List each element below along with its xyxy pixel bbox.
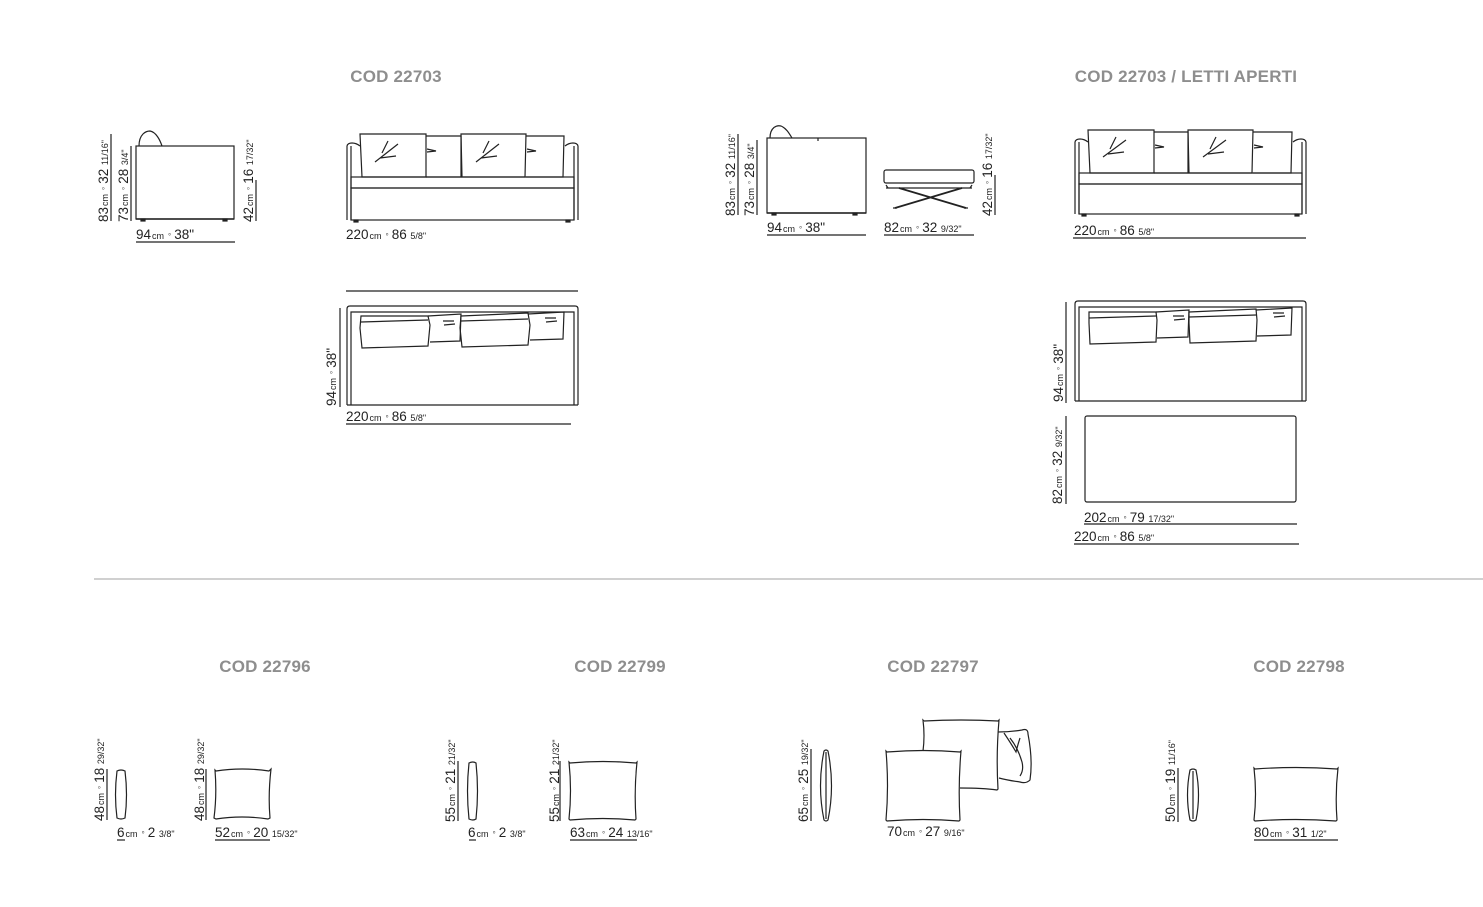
dim-sofa-top-width: 220cm°86 5/8" bbox=[346, 409, 427, 424]
cushion-22796-drawing bbox=[106, 767, 272, 841]
dim-bed-frame-height: 42cm°16 17/32" bbox=[980, 133, 995, 216]
dim-22796-front-width: 52cm°20 15/32" bbox=[215, 825, 298, 840]
dim-22799-side-thickness: 6cm°2 3/8" bbox=[468, 825, 526, 840]
title-cod-22797: COD 22797 bbox=[887, 657, 979, 676]
dim-22796-side-height: 48cm°18 29/32" bbox=[92, 738, 107, 821]
title-cod-22703: COD 22703 bbox=[350, 67, 442, 86]
sofa-open-front-view-drawing bbox=[1073, 129, 1307, 239]
dim-22798-front-width: 80cm°31 1/2" bbox=[1254, 825, 1327, 840]
dim-22798-side-height: 50cm°19 11/16" bbox=[1163, 740, 1178, 822]
cushion-22798-drawing bbox=[1177, 766, 1339, 841]
dim-open-top-width: 220cm°86 5/8" bbox=[1074, 529, 1155, 544]
dim-open-front-width: 220cm°86 5/8" bbox=[1074, 223, 1155, 238]
sofa-open-side-view-drawing bbox=[737, 125, 867, 236]
dim-sofa-height-total: 83cm°32 11/16" bbox=[96, 140, 111, 222]
bed-frame-drawing bbox=[883, 169, 996, 236]
sofa-open-top-view-drawing bbox=[1065, 300, 1307, 545]
dim-open-height-total: 83cm°32 11/16" bbox=[723, 134, 738, 216]
dim-sofa-height-seat: 42cm°16 17/32" bbox=[241, 139, 256, 222]
dim-open-bed-width: 202cm°79 17/32" bbox=[1084, 510, 1175, 525]
title-cod-22799: COD 22799 bbox=[574, 657, 666, 676]
dim-open-bed-depth: 82cm°32 9/32" bbox=[1050, 426, 1065, 504]
dim-sofa-front-width: 220cm°86 5/8" bbox=[346, 227, 427, 242]
sofa-front-view-drawing bbox=[346, 133, 579, 223]
section-divider bbox=[94, 578, 1483, 580]
title-cod-22798: COD 22798 bbox=[1253, 657, 1345, 676]
cushion-22799-drawing bbox=[457, 760, 638, 841]
cushion-22797-drawing bbox=[810, 718, 1032, 822]
dim-22796-side-thickness: 6cm°2 3/8" bbox=[117, 825, 175, 840]
dim-sofa-top-depth: 94cm°38" bbox=[324, 347, 339, 406]
title-cod-22703-letti-aperti: COD 22703 / LETTI APERTI bbox=[1074, 67, 1298, 86]
title-cod-22796: COD 22796 bbox=[219, 657, 311, 676]
dim-open-height-back: 73cm°28 3/4" bbox=[742, 143, 757, 216]
dim-open-top-depth: 94cm°38" bbox=[1051, 343, 1066, 402]
dim-22796-front-height: 48cm°18 29/32" bbox=[192, 738, 207, 821]
dim-bed-frame-width: 82cm°32 9/32" bbox=[884, 220, 962, 235]
sofa-top-view-drawing bbox=[339, 290, 579, 425]
dim-sofa-height-back: 73cm°28 3/4" bbox=[116, 149, 131, 222]
dim-open-depth: 94cm°38" bbox=[767, 220, 826, 235]
dim-22797-side-height: 65cm°25 19/32" bbox=[796, 739, 811, 822]
dim-22799-side-height: 55cm°21 21/32" bbox=[443, 739, 458, 822]
dim-sofa-depth: 94cm°38" bbox=[136, 227, 195, 242]
dim-22797-front-width: 70cm°27 9/16" bbox=[887, 824, 965, 839]
dim-22799-front-height: 55cm°21 21/32" bbox=[547, 739, 562, 822]
dim-22799-front-width: 63cm°24 13/16" bbox=[570, 825, 653, 840]
sofa-side-view-drawing bbox=[110, 130, 257, 243]
